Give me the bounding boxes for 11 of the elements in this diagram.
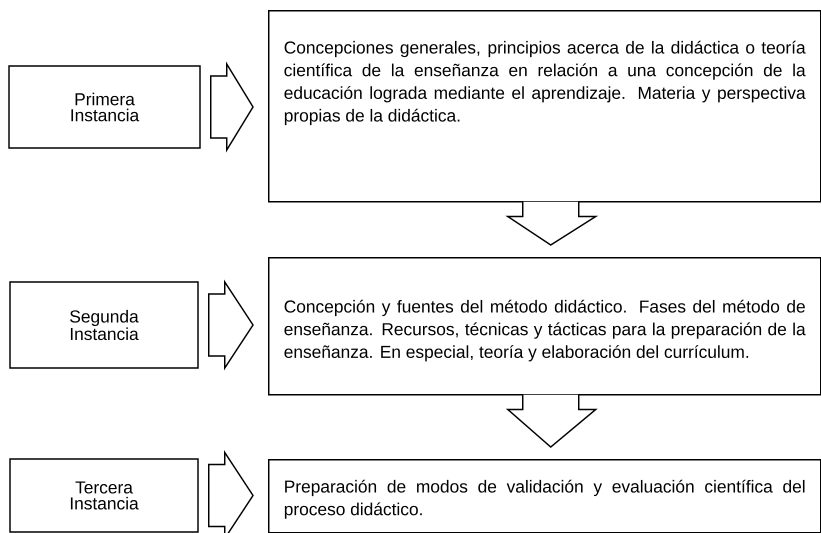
stage-box: Tercera Instancia — [9, 458, 199, 533]
description-box: Concepción y fuentes del método didáctico. Fases del método de enseñanza. Recursos, técnicas y tácticas para la preparación de la enseñanza. En especial, teoría y elaboración del currículum. — [268, 257, 821, 396]
stage-box: Segunda Instancia — [9, 281, 199, 369]
block-arrow — [210, 61, 254, 153]
block-arrow — [506, 394, 598, 448]
block-arrow — [208, 450, 254, 533]
stage-box: Primera Instancia — [8, 65, 201, 149]
block-arrow — [505, 201, 598, 246]
description-box: Concepciones generales, principios acerca de la didáctica o teoría científica de la enseñanza en relación a una concepción de la educación lograda mediante el aprendizaje. Materia y perspectiva propias de la didáctica. — [268, 10, 821, 202]
block-arrow — [208, 280, 254, 370]
description-box: Preparación de modos de validación y evaluación científica del proceso didáctico. — [268, 459, 821, 533]
